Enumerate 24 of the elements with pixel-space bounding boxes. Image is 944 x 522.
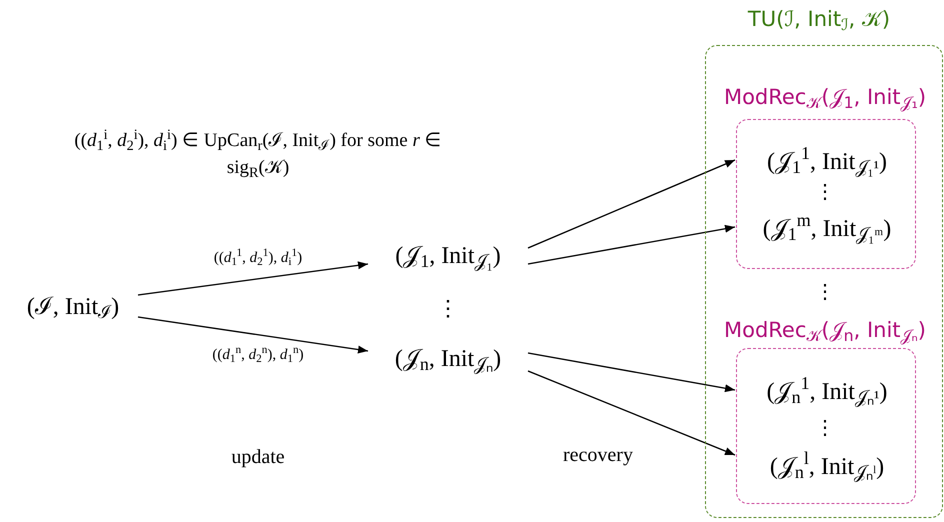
arrow xyxy=(138,261,368,296)
ellipsis-dots: ⋮ xyxy=(815,416,835,441)
group-heading: ModRec$_{𝒦}$(𝒥$_{1}$, Init$_{𝒥₁}$) xyxy=(724,84,926,114)
math-expression: (𝒥$_{n}$$^{l}$, Init$_{𝒥ₙˡ}$) xyxy=(737,445,917,489)
math-expression: (𝒥$_{n}$, Init$_{𝒥ₙ}$) xyxy=(368,337,528,381)
math-expression: (𝒥$_{n}$$^{1}$, Init$_{𝒥ₙ¹}$) xyxy=(737,370,917,414)
arrow xyxy=(528,159,736,249)
dashed-group-box xyxy=(705,45,943,518)
arrow xyxy=(528,370,736,456)
math-expression: (ℐ, Init$_{ℐ}$) xyxy=(8,285,138,329)
dashed-group-box xyxy=(736,119,916,269)
stage-label: recovery xyxy=(562,443,634,468)
group-heading: ModRec$_{𝒦}$(𝒥$_{n}$, Init$_{𝒥ₙ}$) xyxy=(724,317,926,346)
math-expression: (𝒥$_{1}$, Init$_{𝒥₁}$) xyxy=(368,234,528,278)
group-heading: TU(ℐ, Init$_{ℐ}$, 𝒦) xyxy=(748,6,890,36)
arrow xyxy=(138,316,368,354)
annotation-text: ((d$_{1}$$^{i}$, d$_{2}$$^{i}$), d$_{i}$$^{i}$) ∈ UpCan$_{r}$(ℐ, Init$_{ℐ}$) for some r ∈ sig$_{R}$(𝒦) xyxy=(73,127,443,181)
dashed-group-box xyxy=(736,348,916,504)
arrow xyxy=(528,224,736,265)
ellipsis-dots: ⋮ xyxy=(815,280,835,305)
ellipsis-dots: ⋮ xyxy=(437,294,457,322)
math-expression: (𝒥$_{1}$$^{m}$, Init$_{𝒥₁ᵐ}$) xyxy=(737,207,917,251)
arrow xyxy=(528,352,736,392)
stage-label: update xyxy=(230,445,286,470)
